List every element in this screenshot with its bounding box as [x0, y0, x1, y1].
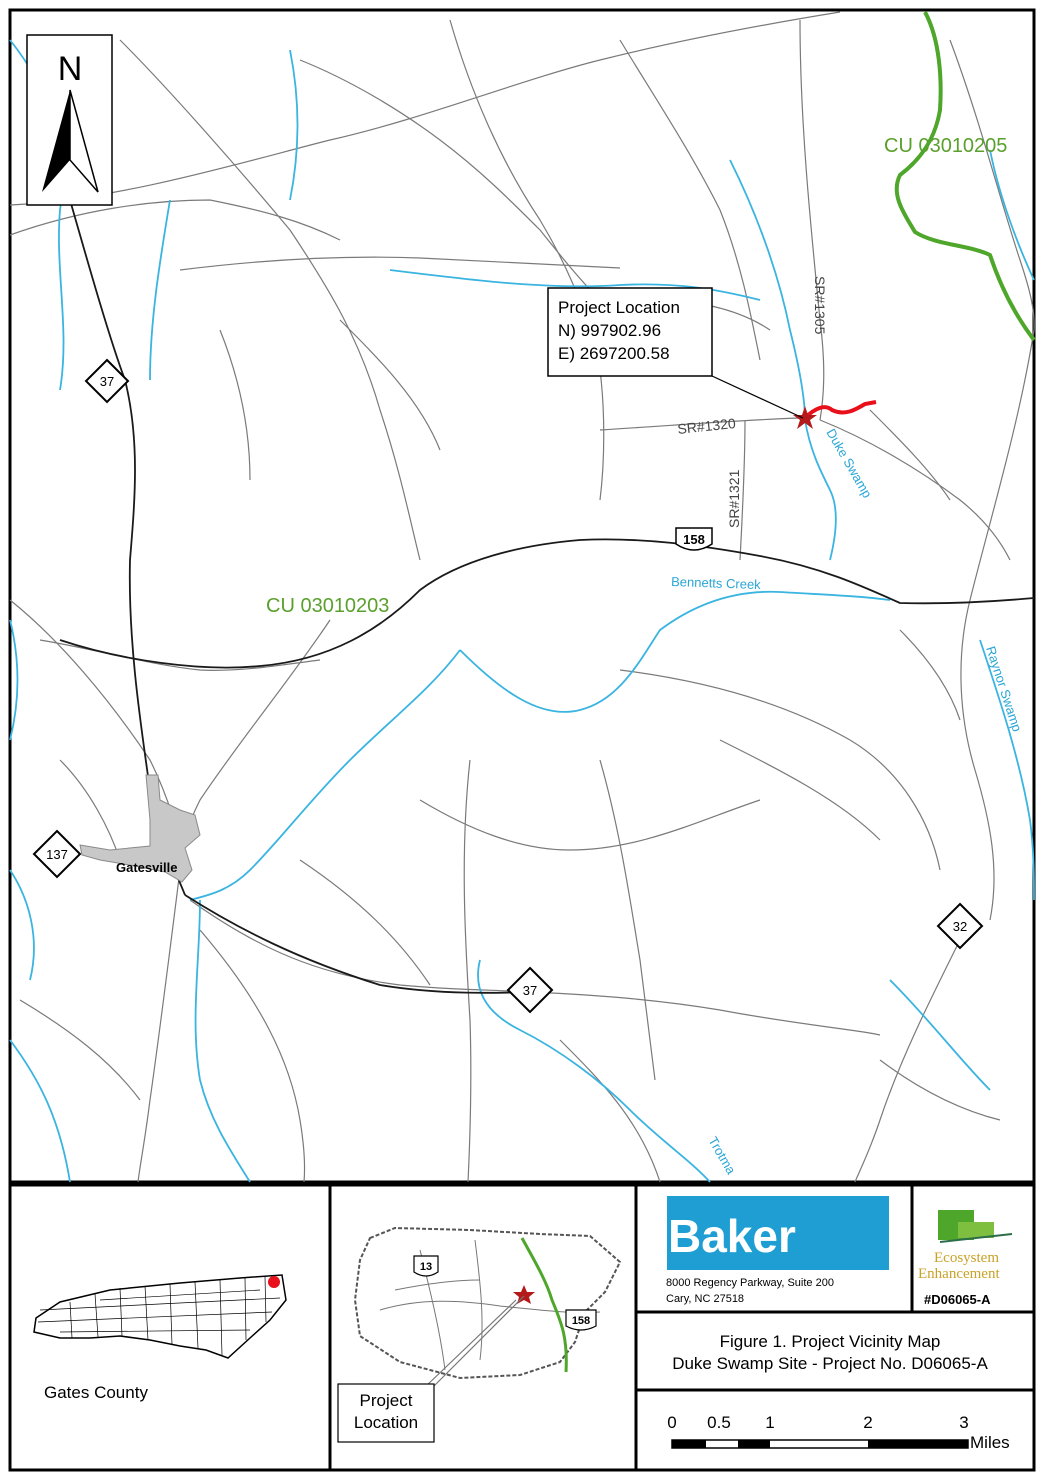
cu-boundary-line — [894, 11, 1036, 342]
callout-northing: N) 997902.96 — [558, 321, 661, 340]
shield-us158: 158 — [675, 527, 713, 551]
figure-title-line2: Duke Swamp Site - Project No. D06065-A — [672, 1354, 988, 1373]
scale-label-0-5: 0.5 — [707, 1413, 731, 1432]
eep-logo-block: Ecosystem Enhancement #D06065-A — [918, 1210, 1013, 1307]
main-map[interactable]: N CU 03010205 CU 03010203 Project Locati… — [8, 8, 1036, 1184]
shield-nc37-west: 37 — [84, 358, 130, 404]
project-location-star — [793, 406, 817, 429]
baker-address-line1: 8000 Regency Parkway, Suite 200 — [666, 1277, 834, 1289]
scale-label-1: 1 — [765, 1413, 774, 1432]
figure-title-line1: Figure 1. Project Vicinity Map — [720, 1332, 941, 1351]
north-label: N — [58, 50, 83, 88]
town-label-gatesville: Gatesville — [116, 860, 177, 875]
scale-label-2: 2 — [863, 1413, 872, 1432]
eep-project-id: #D06065-A — [924, 1292, 991, 1307]
baker-logo-block: Baker 8000 Regency Parkway, Suite 200 Ca… — [666, 1196, 889, 1305]
county-inset-map: 13 158 Project Location — [337, 1226, 622, 1443]
road-label-sr1305: SR#1305 — [812, 276, 828, 335]
secondary-roads — [9, 11, 1035, 1183]
eep-logo-line1: Ecosystem — [934, 1250, 999, 1266]
north-arrow: N — [26, 34, 113, 206]
road-label-sr1320: SR#1320 — [677, 415, 737, 437]
figure-title-block: Figure 1. Project Vicinity Map Duke Swam… — [672, 1332, 988, 1373]
streams — [9, 39, 1035, 1183]
road-label-sr1321: SR#1321 — [726, 469, 742, 528]
scale-label-3: 3 — [959, 1413, 968, 1432]
scale-label-0: 0 — [667, 1413, 676, 1432]
cu-label-03010205: CU 03010205 — [884, 135, 1007, 157]
svg-text:158: 158 — [683, 532, 705, 547]
callout-leader — [711, 375, 804, 419]
water-label-bennetts-creek: Bennetts Creek — [671, 574, 762, 592]
svg-text:32: 32 — [953, 919, 967, 934]
callout-easting: E) 2697200.58 — [558, 344, 670, 363]
gates-county-label: Gates County — [44, 1383, 148, 1402]
callout-title: Project Location — [558, 298, 680, 317]
inset-shield-us158: 158 — [572, 1315, 590, 1327]
inset-callout-line2: Location — [354, 1413, 418, 1432]
svg-text:137: 137 — [46, 847, 68, 862]
gatesville-town-area — [79, 774, 201, 883]
baker-logo-text: Baker — [668, 1210, 796, 1262]
inset-shield-us13: 13 — [420, 1261, 432, 1273]
eep-logo-line2: Enhancement — [918, 1266, 1000, 1282]
svg-text:37: 37 — [100, 374, 114, 389]
scale-bar: 0 0.5 1 2 3 Miles — [667, 1413, 1009, 1452]
project-location-callout: Project Location N) 997902.96 E) 2697200… — [547, 287, 713, 377]
baker-address-line2: Cary, NC 27518 — [666, 1293, 744, 1305]
cu-label-03010203: CU 03010203 — [266, 595, 389, 617]
gates-county-highlight — [268, 1276, 280, 1288]
shield-nc137: 137 — [32, 829, 82, 879]
shield-nc32: 32 — [936, 902, 984, 950]
state-inset-map: Gates County — [33, 1274, 287, 1402]
inset-callout-line1: Project — [360, 1391, 413, 1410]
bottom-panels: Gates County 13 158 Proj — [8, 1183, 1036, 1472]
project-site-reach — [803, 400, 877, 420]
scale-unit: Miles — [970, 1433, 1010, 1452]
svg-text:37: 37 — [523, 983, 537, 998]
shield-nc37-south: 37 — [506, 966, 554, 1014]
